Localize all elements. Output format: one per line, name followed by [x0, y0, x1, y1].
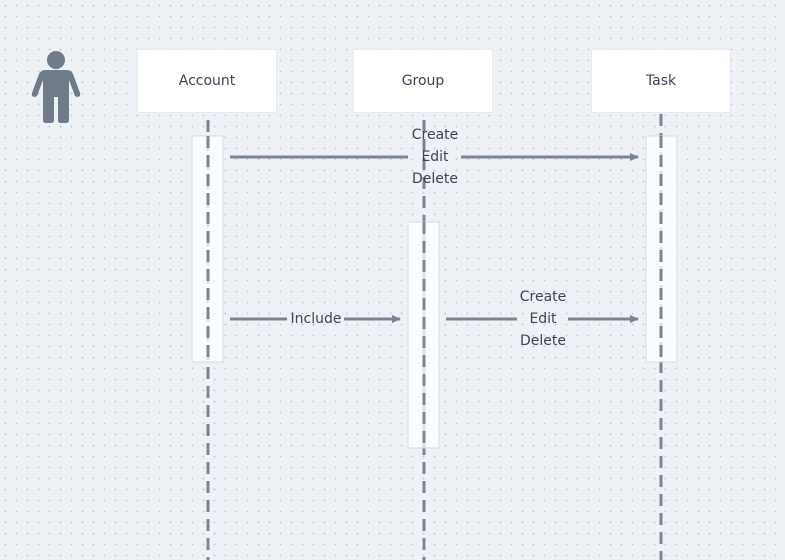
activation-account — [191, 135, 224, 363]
message-label-group-to-task: Create Edit Delete — [498, 286, 588, 352]
message-label-line: Edit — [529, 311, 557, 327]
message-label-line: Delete — [520, 333, 566, 349]
message-label-line: Create — [519, 289, 567, 305]
message-label-account-to-group: Include — [280, 308, 352, 330]
activation-group — [407, 221, 440, 449]
participant-label-group: Group — [401, 73, 445, 89]
participant-box-account[interactable] — [137, 49, 277, 113]
message-label-line: Include — [290, 311, 342, 327]
participant-box-task[interactable] — [591, 49, 731, 113]
message-label-line: Edit — [421, 149, 449, 165]
message-label-account-to-task: Create Edit Delete — [390, 124, 480, 190]
message-label-line: Delete — [412, 171, 458, 187]
participant-label-account: Account — [178, 73, 236, 89]
participant-label-task: Task — [645, 73, 677, 89]
participant-box-group[interactable] — [353, 49, 493, 113]
message-label-line: Create — [411, 127, 459, 143]
person-icon — [31, 51, 81, 123]
